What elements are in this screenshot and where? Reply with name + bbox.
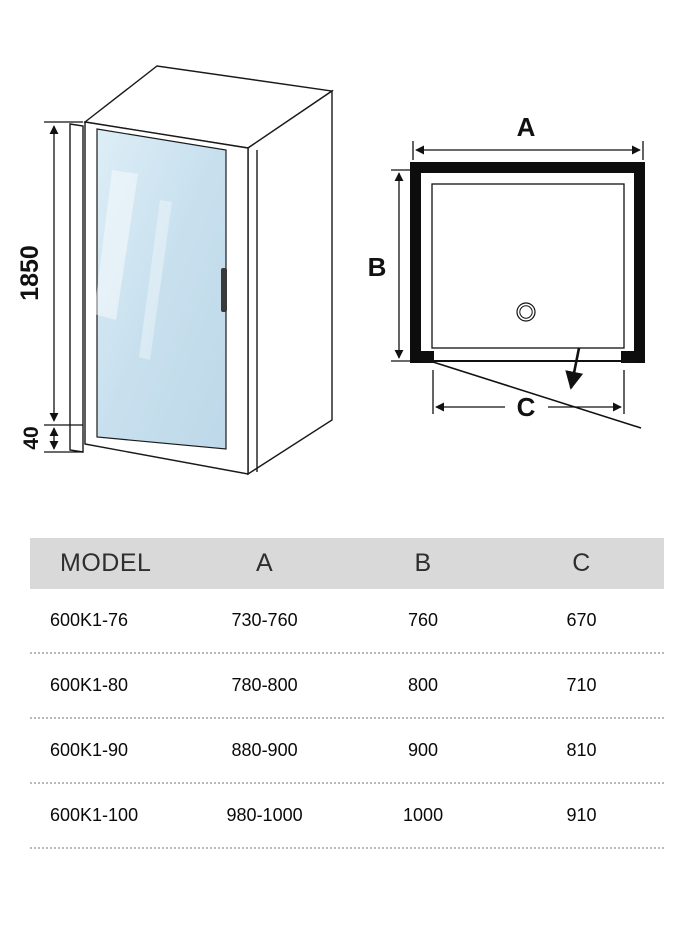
header-c: C	[572, 549, 591, 577]
frame-right-bar	[634, 162, 645, 362]
table-row: 600K1-76 730-760 760 670	[30, 589, 664, 654]
value-b-cell: 1000	[403, 805, 444, 825]
table-row: 600K1-90 880-900 900 810	[30, 719, 664, 784]
frame-left-bar	[410, 162, 421, 362]
value-b-cell: 900	[408, 740, 439, 760]
value-b-cell: 760	[408, 610, 439, 630]
value-a-cell: 780-800	[231, 675, 298, 695]
header-b: B	[414, 549, 432, 577]
value-a-cell: 730-760	[231, 610, 298, 630]
value-c-cell: 710	[566, 675, 597, 695]
header-model: MODEL	[60, 549, 152, 577]
glass-panel	[96, 128, 227, 450]
value-a-cell: 880-900	[231, 740, 298, 760]
table-header-row: MODEL A B C	[30, 538, 664, 589]
wall-profile-bar	[69, 123, 84, 453]
table-row: 600K1-100 980-1000 1000 910	[30, 784, 664, 849]
value-a-cell: 980-1000	[226, 805, 303, 825]
table-row: 600K1-80 780-800 800 710	[30, 654, 664, 719]
value-c-cell: 810	[566, 740, 597, 760]
door-handle	[221, 268, 227, 312]
model-cell: 600K1-80	[50, 675, 129, 695]
glass-reflection-stripe	[94, 170, 138, 320]
box-side-face	[247, 89, 333, 476]
door-swing-line	[432, 361, 642, 429]
model-cell: 600K1-76	[50, 610, 129, 630]
shower-top-view: A B	[368, 112, 645, 429]
size-spec-table: MODEL A B C 600K1-76 730-760 760 670 600…	[30, 538, 664, 849]
glass-reflection-stripe	[139, 200, 172, 360]
door-c-label: C	[517, 392, 536, 422]
door-close-arrow	[565, 347, 584, 390]
tray-inner-outline	[431, 183, 625, 349]
value-b-cell: 800	[408, 675, 439, 695]
frame-top-bar	[410, 162, 645, 173]
bottom-profile-dimension-label: 40	[20, 426, 43, 449]
shower-door-perspective-view	[69, 65, 334, 476]
model-cell: 600K1-90	[50, 740, 129, 760]
width-a-label: A	[517, 112, 536, 142]
value-c-cell: 670	[566, 610, 597, 630]
height-dimension-label: 1850	[16, 245, 44, 301]
header-a: A	[255, 549, 274, 577]
value-c-cell: 910	[566, 805, 597, 825]
diagram-canvas: 1850 40 A	[16, 65, 645, 476]
drain-circle-inner	[519, 305, 533, 319]
model-cell: 600K1-100	[50, 805, 139, 825]
depth-b-label: B	[368, 252, 387, 282]
height-dimension	[44, 121, 83, 453]
